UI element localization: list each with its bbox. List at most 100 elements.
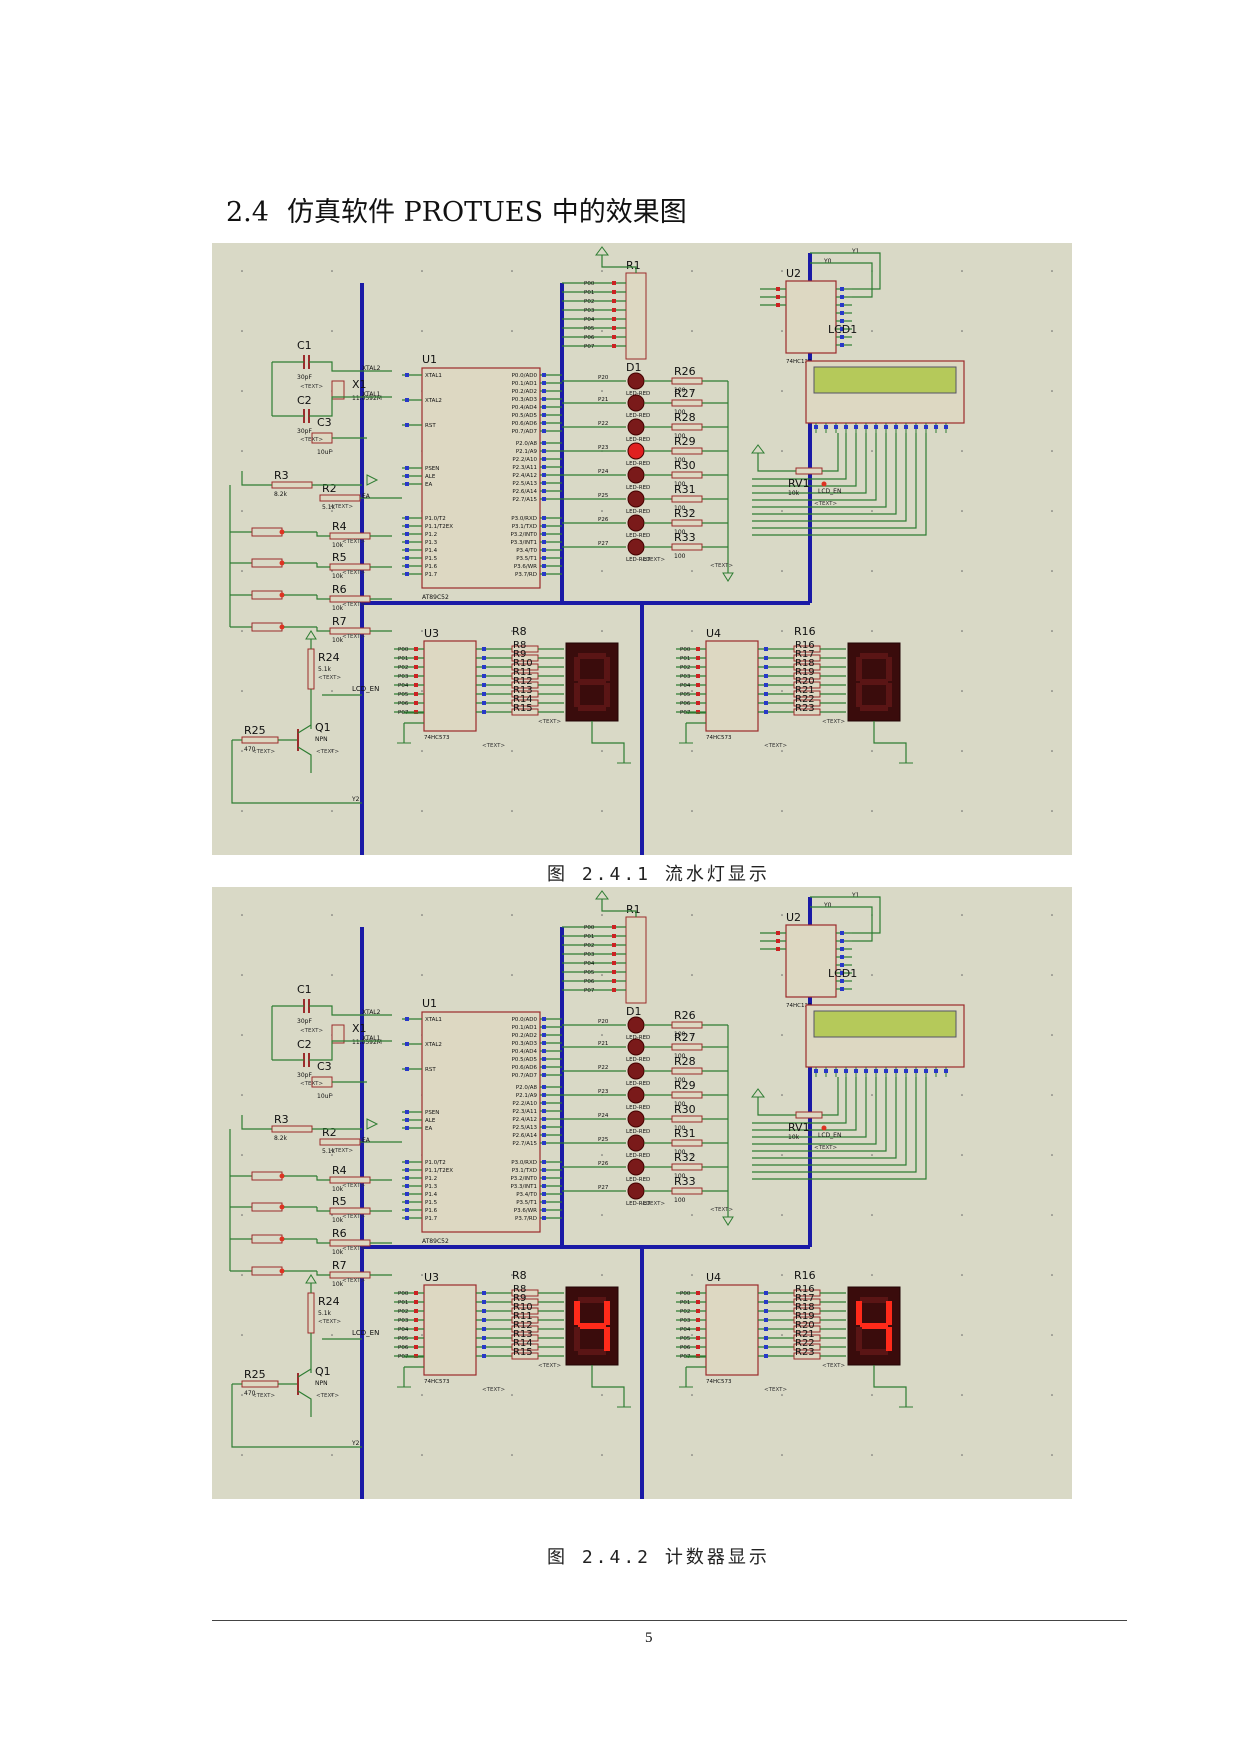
- wire: [752, 1077, 907, 1166]
- pin-marker: [482, 656, 486, 660]
- latch-part: 74HC573: [424, 735, 450, 741]
- section-title: 仿真软件 PROTUES 中的效果图: [286, 197, 687, 228]
- net-label: P06: [680, 701, 691, 707]
- wire: [316, 627, 330, 632]
- text-placeholder: <TEXT>: [538, 719, 561, 725]
- pin-marker: [482, 701, 486, 705]
- resistor-ref: R33: [674, 531, 696, 544]
- led-resistor: [671, 377, 703, 385]
- net-label: P05: [398, 692, 409, 698]
- led-diode: [627, 442, 645, 460]
- led-resistor: [671, 1091, 703, 1099]
- net-label: P05: [680, 692, 691, 698]
- button-contact: [279, 529, 285, 535]
- resistor-ref: R4: [332, 520, 347, 533]
- wire: [591, 721, 625, 763]
- pin-marker: [612, 344, 616, 348]
- grid-dot: [1051, 810, 1053, 812]
- grid-dot: [421, 810, 423, 812]
- net-label: P02: [584, 943, 594, 949]
- pin-marker: [542, 373, 546, 377]
- net-label: P03: [584, 308, 595, 314]
- pin-marker: [764, 1336, 768, 1340]
- grid-dot: [781, 1394, 783, 1396]
- pin-marker: [696, 710, 700, 714]
- pin-marker: [764, 692, 768, 696]
- c3-value: 10uF: [317, 1093, 332, 1100]
- net-label: P01: [398, 656, 408, 662]
- pin-marker: [414, 1291, 418, 1295]
- pin-marker: [482, 1291, 486, 1295]
- wire: [241, 471, 272, 486]
- grid-dot: [601, 1274, 603, 1276]
- button-contact: [279, 1173, 285, 1179]
- pin-marker: [776, 287, 780, 291]
- wire: [752, 1077, 917, 1173]
- r24-value: 5.1k: [318, 666, 332, 673]
- grid-dot: [691, 1454, 693, 1456]
- net-label: P25: [598, 1137, 609, 1143]
- net-label: XTAL1: [362, 391, 381, 398]
- segment-b: [604, 1301, 610, 1325]
- pin-marker: [612, 317, 616, 321]
- pin-marker: [542, 405, 546, 409]
- u2-part: 74HC138: [786, 359, 812, 365]
- supply-arrow: [366, 1118, 379, 1130]
- grid-dot: [601, 974, 603, 976]
- resistor-value: 470: [244, 1390, 256, 1397]
- grid-dot: [691, 1154, 693, 1156]
- u1-pin-label: P2.1/A9: [516, 449, 538, 455]
- resistor-value: 100: [674, 409, 686, 416]
- pin-marker: [696, 1336, 700, 1340]
- grid-dot: [1051, 270, 1053, 272]
- grid-dot: [331, 510, 333, 512]
- pin-marker: [414, 674, 418, 678]
- pin-marker: [542, 1168, 546, 1172]
- u1-pin-label: EA: [425, 1126, 432, 1132]
- pin-marker: [542, 413, 546, 417]
- u1-pin-label: P1.7: [425, 1216, 438, 1222]
- grid-dot: [331, 974, 333, 976]
- segment-c: [886, 1327, 892, 1351]
- wire: [810, 252, 881, 290]
- grid-dot: [781, 1154, 783, 1156]
- resistor-ref: R7: [332, 1259, 347, 1272]
- wire: [822, 1077, 839, 1116]
- net-lcd-en: LCD_EN: [818, 1132, 841, 1139]
- pin-marker: [840, 979, 844, 983]
- q1-ref: Q1: [315, 721, 331, 734]
- segment-e: [856, 1327, 862, 1351]
- pin-marker: [696, 1291, 700, 1295]
- pin-marker: [542, 1133, 546, 1137]
- net-label: P07: [398, 1354, 409, 1360]
- wire: [297, 746, 312, 773]
- grid-dot: [421, 270, 423, 272]
- grid-dot: [241, 570, 243, 572]
- pin-marker: [696, 692, 700, 696]
- grid-dot: [1051, 330, 1053, 332]
- u1-pin-label: P1.5: [425, 556, 438, 562]
- grid-dot: [691, 270, 693, 272]
- pin-marker: [542, 548, 546, 552]
- net-label: P07: [584, 988, 595, 994]
- text-placeholder: <TEXT>: [330, 1148, 353, 1154]
- grid-dot: [601, 1214, 603, 1216]
- pin-marker: [864, 1069, 868, 1073]
- net-label: P02: [680, 665, 690, 671]
- r1-resistor-pack: [625, 916, 647, 1004]
- pin-marker: [542, 1176, 546, 1180]
- grid-dot: [421, 974, 423, 976]
- text-placeholder: <TEXT>: [342, 570, 365, 576]
- wire: [601, 899, 637, 917]
- wire: [241, 1115, 272, 1130]
- grid-dot: [781, 510, 783, 512]
- grid-dot: [421, 1274, 423, 1276]
- pin-marker: [764, 674, 768, 678]
- grid-dot: [691, 630, 693, 632]
- r1-ref: R1: [626, 903, 641, 916]
- grid-dot: [421, 690, 423, 692]
- grid-dot: [331, 1094, 333, 1096]
- grid-dot: [961, 1334, 963, 1336]
- wire: [309, 1040, 392, 1061]
- segment-resistor-ref: R11: [513, 667, 533, 678]
